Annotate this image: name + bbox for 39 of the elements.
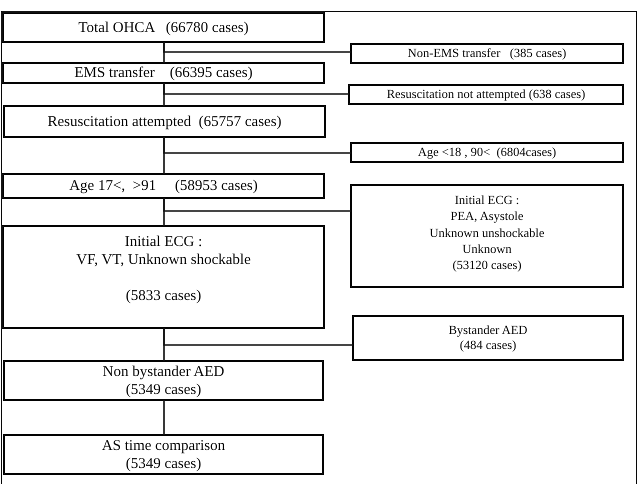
box-text: Bystander AED (448, 323, 528, 338)
box-text: PEA, Asystole (450, 208, 524, 224)
connector-line (163, 199, 350, 212)
box-text: Age <18 , 90< (6804cases) (418, 145, 556, 160)
connector-line (163, 401, 165, 434)
process-box (2, 62, 325, 84)
box-text: (5349 cases) (126, 380, 202, 398)
box-text: Total OHCA (66780 cases) (78, 18, 249, 36)
box-text: Resuscitation attempted (65757 cases) (47, 112, 282, 130)
box-text: Resuscitation not attempted (638 cases) (386, 87, 586, 102)
box-text: Non bystander AED (102, 362, 224, 380)
box-text: (484 cases) (460, 338, 516, 353)
process-box (3, 360, 324, 401)
connector-line (163, 43, 350, 53)
box-text: (5349 cases) (126, 454, 202, 472)
box-text: Age 17<, >91 (58953 cases) (69, 177, 258, 195)
box-text: Unknown (462, 240, 512, 257)
process-box (3, 434, 324, 475)
process-box (350, 142, 624, 163)
box-text: AS time comparison (102, 436, 226, 454)
box-text: Unknown unshockable (430, 224, 544, 241)
box-text: Initial ECG : (454, 192, 520, 208)
process-box (348, 84, 624, 105)
connector-line (163, 329, 352, 346)
process-box (3, 105, 326, 138)
process-box (350, 184, 624, 288)
connector-line (163, 138, 350, 154)
box-text: VF, VT, Unknown shockable (76, 251, 251, 269)
connector-line (163, 84, 348, 95)
process-box (350, 43, 624, 64)
box-text: Non-EMS transfer (385 cases) (408, 46, 566, 61)
box-text: (5833 cases) (126, 287, 202, 305)
box-text: EMS transfer (66395 cases) (74, 64, 253, 82)
process-box (2, 173, 325, 199)
process-box (2, 12, 325, 43)
process-box (2, 225, 325, 329)
box-text: (53120 cases) (452, 257, 522, 274)
process-box (352, 315, 624, 361)
box-text: Initial ECG : (124, 233, 202, 251)
